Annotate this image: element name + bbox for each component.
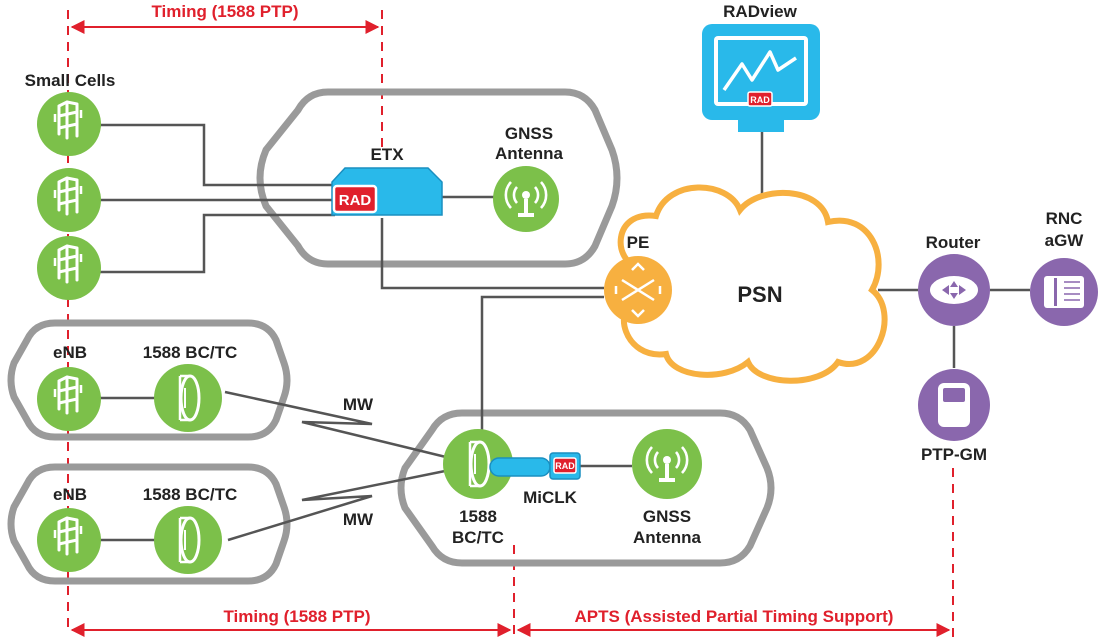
ptp-clock-icon	[938, 383, 970, 427]
enb-1-label: eNB	[53, 343, 87, 362]
link-etx-pe	[380, 218, 604, 290]
hub-label-line-2: BC/TC	[452, 528, 504, 547]
pe-switch: PE	[604, 233, 672, 324]
cell-tower-icon	[53, 176, 83, 216]
pe-label: PE	[627, 233, 650, 252]
timing-annotations: Timing (1588 PTP) Timing (1588 PTP) APTS…	[67, 2, 954, 640]
miclk-device: RAD	[489, 452, 581, 480]
gnss-bottom-label-line-1: GNSS	[643, 507, 691, 526]
timing-bottom-left-label: Timing (1588 PTP)	[223, 607, 370, 626]
small-cells-label: Small Cells	[25, 71, 116, 90]
enb-site-container-1	[7, 319, 291, 441]
hub-site-container	[397, 409, 775, 567]
bctc-1-label: 1588 BC/TC	[143, 343, 237, 362]
enb-2-label: eNB	[53, 485, 87, 504]
mw-2-label: MW	[343, 510, 374, 529]
link-small-cell-1-etx	[100, 123, 335, 187]
bctc-2-label: 1588 BC/TC	[143, 485, 237, 504]
link-hub-pe	[480, 295, 604, 440]
rnc-label-line-2: aGW	[1045, 231, 1085, 250]
gnss-bottom-label-line-2: Antenna	[633, 528, 702, 547]
microwave-link-1	[224, 390, 451, 460]
etx-rad-badge	[332, 184, 378, 214]
etx-device: ETX RAD	[331, 145, 443, 216]
hub-site: 1588 BC/TC RAD MiCLK GNSS Antenna	[443, 429, 702, 547]
cell-tower-icon	[53, 244, 83, 284]
enb-site-container-2	[7, 463, 291, 585]
router-node: Router	[918, 233, 990, 326]
etx-site-container	[256, 88, 621, 268]
small-cell-3	[37, 236, 101, 300]
router-icon	[930, 276, 978, 304]
router-label: Router	[926, 233, 981, 252]
hub-label-line-1: 1588	[459, 507, 497, 526]
timing-bottom-right-label: APTS (Assisted Partial Timing Support)	[575, 607, 894, 626]
cell-tower-icon	[53, 516, 83, 556]
site-containers	[7, 88, 775, 585]
small-cell-1	[37, 92, 101, 156]
small-cells-group: Small Cells	[25, 71, 116, 300]
ptp-gm-label: PTP-GM	[921, 445, 987, 464]
enb-site-2: eNB 1588 BC/TC	[37, 485, 237, 574]
timing-top-label: Timing (1588 PTP)	[151, 2, 298, 21]
psn-label: PSN	[737, 282, 782, 307]
psn-cloud: PSN	[617, 184, 888, 384]
rnc-label-line-1: RNC	[1046, 209, 1083, 228]
radview-label: RADview	[723, 2, 797, 21]
connections	[100, 123, 1030, 542]
rnc-agw-node: RNC aGW	[1030, 209, 1098, 326]
rnc-server-icon	[1044, 276, 1084, 308]
ptp-gm-node: PTP-GM	[918, 369, 990, 464]
miclk-label: MiCLK	[523, 488, 578, 507]
link-small-cell-3-etx	[100, 213, 335, 274]
radview-rad-logo: RAD	[750, 95, 770, 105]
mw-1-label: MW	[343, 395, 374, 414]
etx-label: ETX	[370, 145, 404, 164]
small-cell-2	[37, 168, 101, 232]
enb-site-1: eNB 1588 BC/TC	[37, 343, 237, 432]
psn-cloud-shape	[617, 184, 888, 384]
gnss-antenna-top: GNSS Antenna	[493, 124, 564, 232]
gnss-top-label-line-1: GNSS	[505, 124, 553, 143]
cell-tower-icon	[53, 100, 83, 140]
microwave-link-2	[227, 468, 451, 542]
etx-rad-logo: RAD	[339, 192, 372, 209]
miclk-rad-logo: RAD	[555, 461, 575, 471]
radview-station: RADview RAD	[702, 2, 820, 132]
pe-switch-icon	[614, 262, 662, 318]
cell-tower-icon	[53, 375, 83, 415]
gnss-top-label-line-2: Antenna	[495, 144, 564, 163]
